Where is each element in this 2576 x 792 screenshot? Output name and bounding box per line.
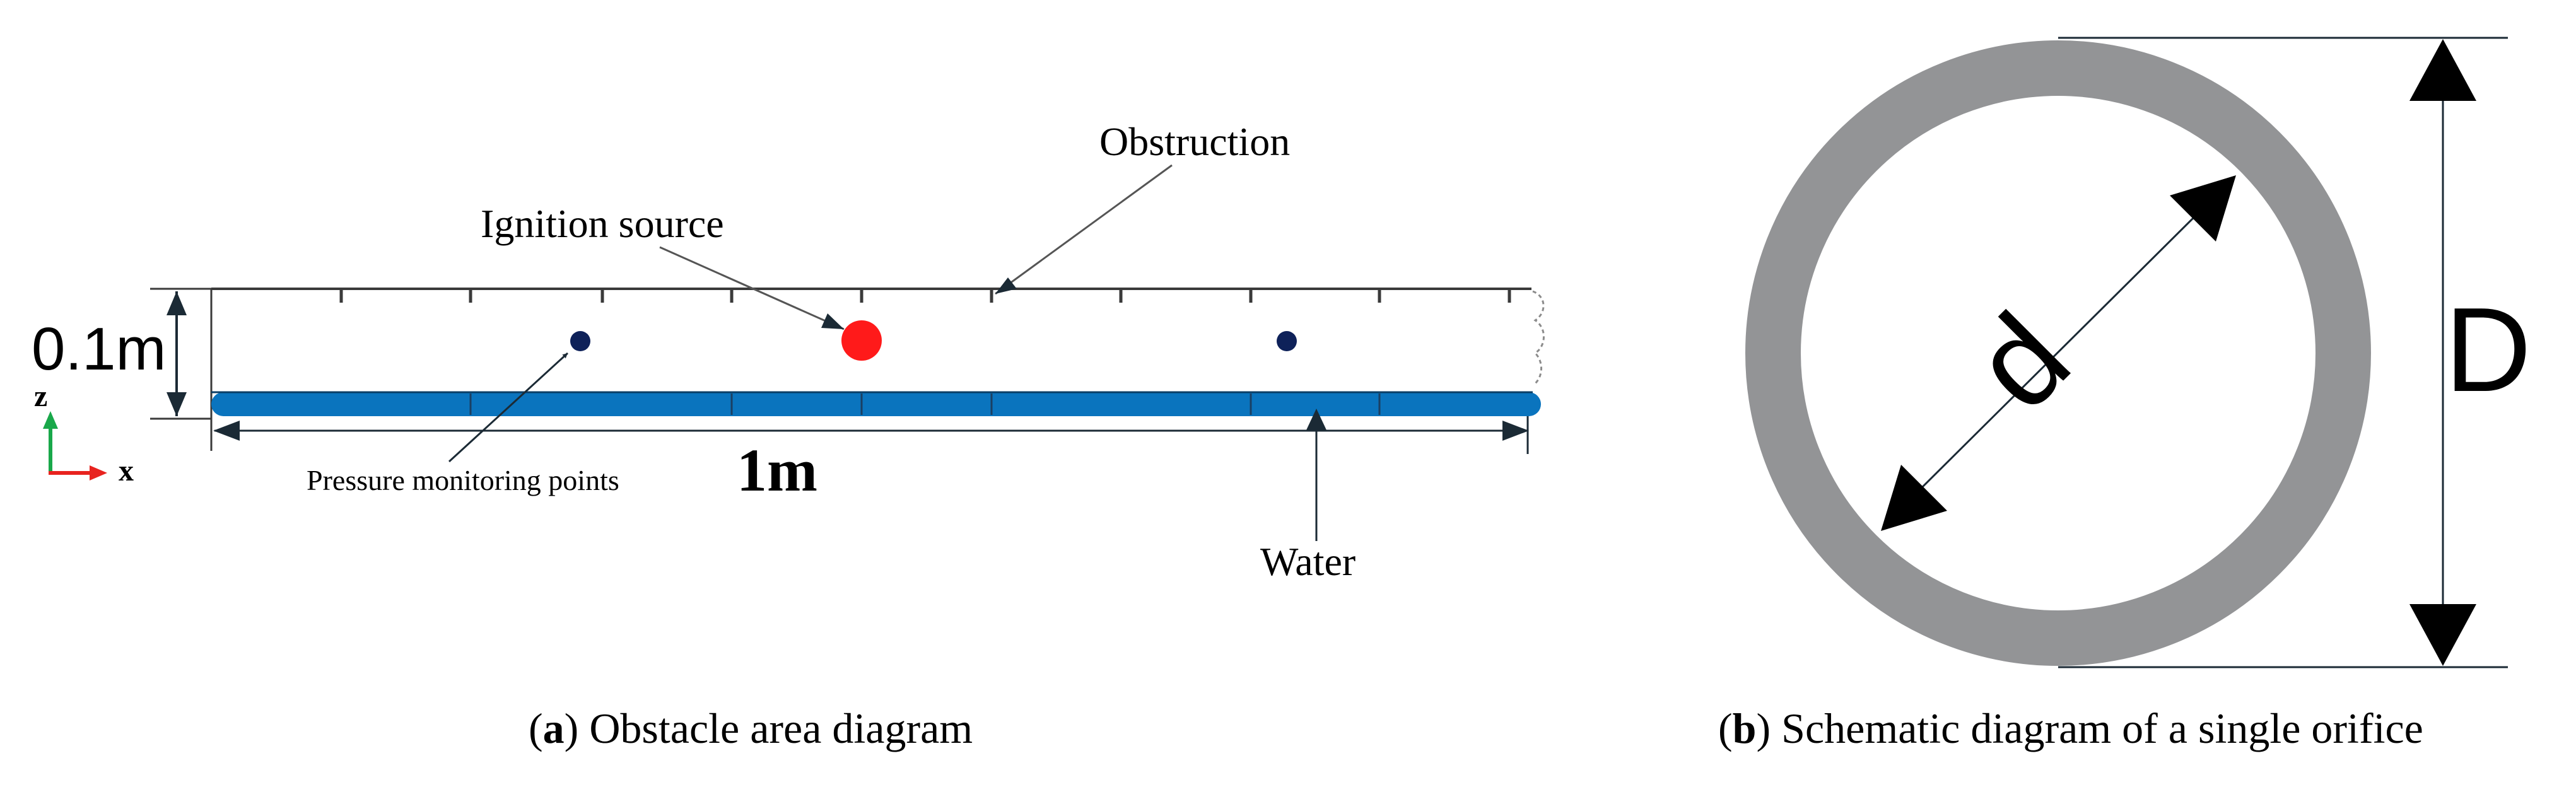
obstruction-label: Obstruction <box>1099 119 1290 164</box>
outer-diameter-label: D <box>2445 283 2531 417</box>
orifice-ring <box>1745 40 2371 666</box>
water-layer <box>211 392 1541 416</box>
pressure-monitoring-point <box>570 331 590 351</box>
height-label: 0.1m <box>32 315 166 383</box>
outer-diameter-arrow-bottom <box>2409 604 2476 666</box>
caption-a-letter: a <box>543 704 565 752</box>
inner-diameter-arrow-bottom <box>1881 465 1947 531</box>
obstruction-leader <box>995 164 1173 295</box>
pressure-points-label: Pressure monitoring points <box>307 464 619 496</box>
pressure-points-leader <box>448 352 569 463</box>
caption-a-text: Obstacle area diagram <box>578 704 973 752</box>
inner-diameter-line <box>1913 210 2201 496</box>
coordinate-axes: z x <box>34 380 134 487</box>
z-axis-label: z <box>34 380 47 413</box>
x-axis-label: x <box>119 454 134 487</box>
water-ticks <box>469 393 1381 415</box>
panel-b-orifice-diagram: D d (b) Schematic diagram of a single or… <box>1718 37 2531 752</box>
inner-diameter-label: d <box>1947 287 2095 436</box>
caption-a: (a) Obstacle area diagram <box>529 704 973 752</box>
caption-b: (b) Schematic diagram of a single orific… <box>1718 704 2423 752</box>
break-mark <box>1532 290 1545 386</box>
outer-diameter-arrow-top <box>2409 39 2476 101</box>
ignition-source-label: Ignition source <box>481 201 724 246</box>
ignition-leader <box>659 246 845 330</box>
pressure-monitoring-point <box>1277 331 1297 351</box>
inner-diameter-arrow-top <box>2170 175 2236 242</box>
caption-b-letter: b <box>1733 704 1757 752</box>
obstruction-ticks <box>339 289 1511 303</box>
caption-b-text: Schematic diagram of a single orifice <box>1771 704 2423 752</box>
water-label: Water <box>1260 539 1355 584</box>
length-label: 1m <box>737 436 817 504</box>
panel-a-obstacle-diagram: 0.1m 1m Obstruction Ignition source Pres… <box>32 119 1545 752</box>
ignition-source-marker <box>841 320 882 361</box>
